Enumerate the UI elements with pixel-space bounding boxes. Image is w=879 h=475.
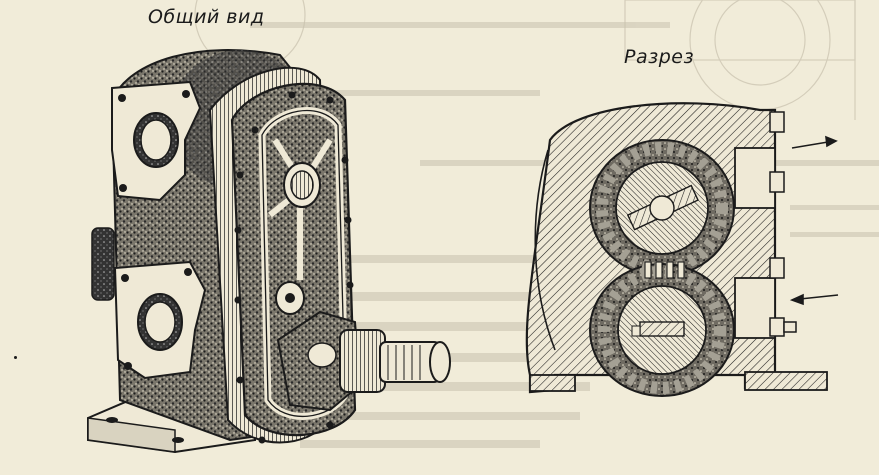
section-caption: Разрез — [624, 46, 695, 68]
general-view-caption: Общий вид — [148, 6, 265, 28]
ink-speck — [14, 356, 17, 359]
flow-arrow-icon — [789, 135, 839, 306]
